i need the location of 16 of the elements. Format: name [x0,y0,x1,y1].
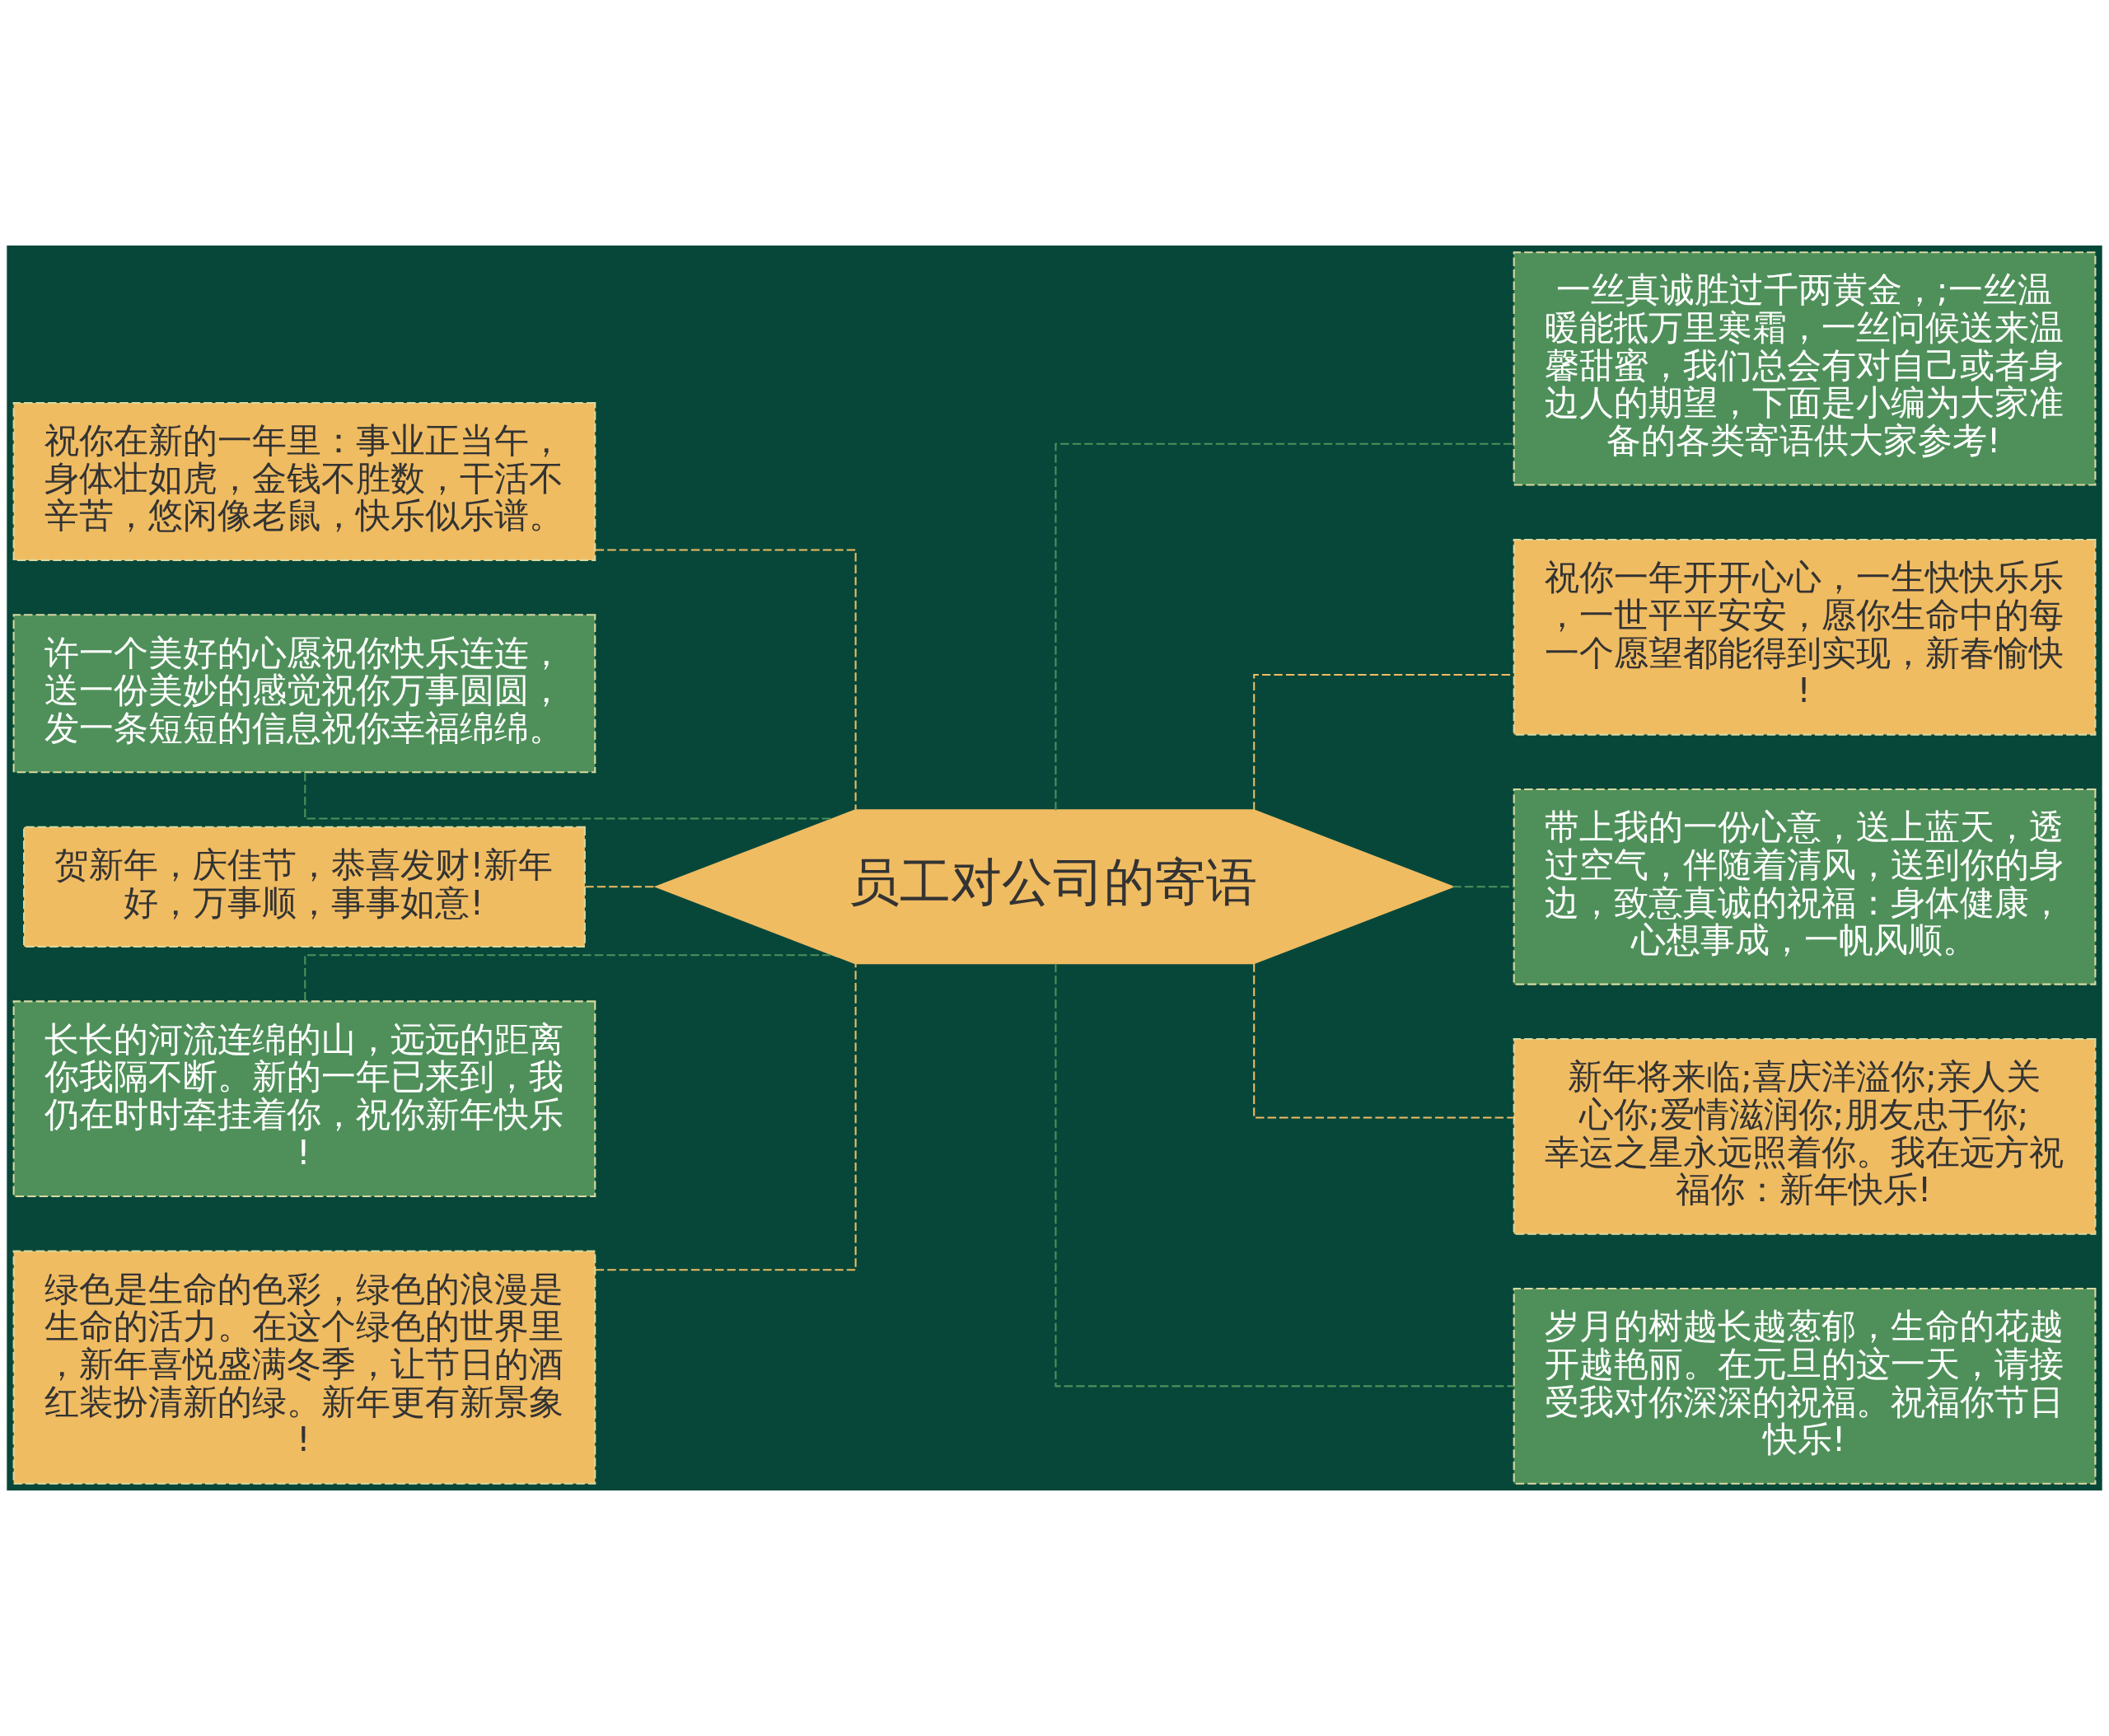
node-box: 一丝真诚胜过千两黄金，;一丝温暖能抵万里寒霜，一丝问候送来温馨甜蜜，我们总会有对自己或者身边人的期望，下面是小编为大家准备的各类寄语供大家参考! [1513,251,2097,486]
node-box: 岁月的树越长越葱郁，生命的花越开越艳丽。在元旦的这一天，请接受我对你深深的祝福。祝福你节日快乐! [1513,1288,2097,1485]
node-box: 新年将来临;喜庆洋溢你;亲人关心你;爱情滋润你;朋友忠于你;幸运之星永远照着你。我在远方祝福你：新年快乐! [1513,1038,2097,1235]
node-box: 带上我的一份心意，送上蓝天，透过空气，伴随着清风，送到你的身边，致意真诚的祝福：身体健康，心想事成，一帆风顺。 [1513,788,2097,985]
connector [595,963,857,1271]
node-box: 长长的河流连绵的山，远远的距离你我隔不断。新的一年已来到，我仍在时时牵挂着你，祝你新年快乐! [12,1000,596,1198]
connector [1452,886,1514,888]
node-box: 绿色是生命的色彩，绿色的浪漫是生命的活力。在这个绿色的世界里，新年喜悦盛满冬季，让节日的酒红装扮清新的绿。新年更有新景象! [12,1250,596,1485]
node-box: 祝你一年开开心心，一生快快乐乐，一世平平安安，愿你生命中的每一个愿望都能得到实现，新春愉快! [1513,538,2097,736]
node-box: 贺新年，庆佳节，恭喜发财!新年好，万事顺，事事如意! [23,826,586,948]
connector [595,549,857,810]
connector [1253,963,1513,1119]
connector [1054,963,1514,1387]
connector [1054,442,1514,811]
node-box: 祝你在新的一年里：事业正当午，身体壮如虎，金钱不胜数，干活不辛苦，悠闲像老鼠，快乐似乐谱。 [12,401,596,561]
node-box: 许一个美好的心愿祝你快乐连连，送一份美妙的感觉祝你万事圆圆，发一条短短的信息祝你幸福绵绵。 [12,614,596,774]
